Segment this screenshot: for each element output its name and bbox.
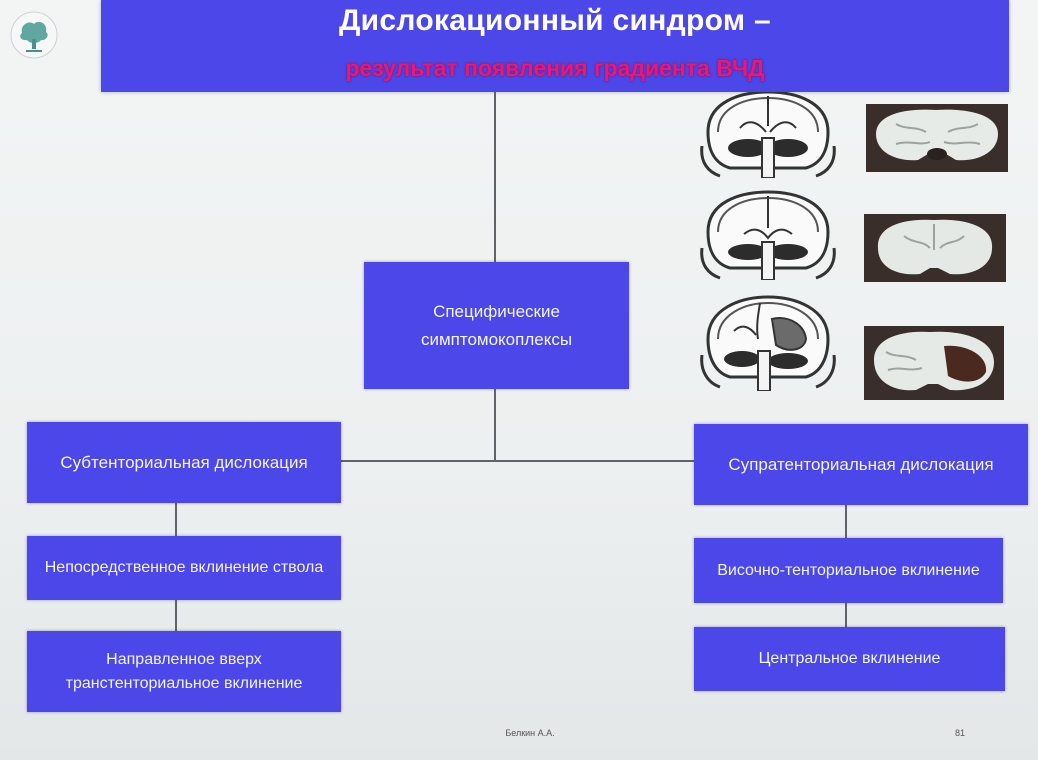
left-item-box-2: Направленное вверх транстенториальное вк…	[27, 631, 341, 712]
connector-center-down	[494, 389, 496, 461]
right-item-label-1: Височно-тенториальное вклинение	[717, 561, 980, 579]
brain-coronal-diagram-central	[700, 190, 836, 280]
brain-coronal-diagram-normal	[700, 92, 836, 178]
connector-title-to-center	[494, 92, 496, 262]
title-banner: Дислокационный синдром – результат появл…	[101, 0, 1009, 92]
brain-coronal-diagram-lateral	[700, 295, 836, 391]
subtentorial-header-box: Субтенториальная дислокация	[27, 422, 341, 503]
connector-right-1	[845, 505, 847, 538]
brain-section-photo-normal	[866, 104, 1008, 172]
tree-logo-icon	[10, 11, 58, 59]
right-item-box-1: Височно-тенториальное вклинение	[694, 538, 1003, 603]
center-box-label: Специфические симптомокоплексы	[420, 301, 573, 349]
subtentorial-header-label: Субтенториальная дислокация	[60, 452, 308, 472]
left-item-box-1: Непосредственное вклинение ствола	[27, 536, 341, 600]
left-item-label-1: Непосредственное вклинение ствола	[44, 559, 324, 576]
right-item-box-2: Центральное вклинение	[694, 627, 1005, 691]
footer-author: Белкин А.А.	[505, 728, 555, 738]
right-item-label-2: Центральное вклинение	[758, 650, 941, 667]
slide-subtitle: результат появления градиента ВЧД	[345, 55, 765, 81]
supratentorial-header-label: Супратенториальная дислокация	[728, 454, 994, 474]
connector-left-2	[175, 600, 177, 631]
connector-horizontal	[341, 460, 695, 462]
connector-left-1	[175, 503, 177, 536]
slide-title: Дислокационный синдром –	[339, 4, 771, 37]
brain-section-photo-central	[864, 214, 1006, 282]
page-number: 81	[954, 728, 965, 738]
center-box: Специфические симптомокоплексы	[364, 262, 629, 389]
brain-section-photo-lateral	[864, 326, 1004, 400]
left-item-label-2: Направленное вверх транстенториальное вк…	[65, 650, 303, 692]
connector-right-2	[845, 603, 847, 627]
supratentorial-header-box: Супратенториальная дислокация	[694, 424, 1028, 505]
